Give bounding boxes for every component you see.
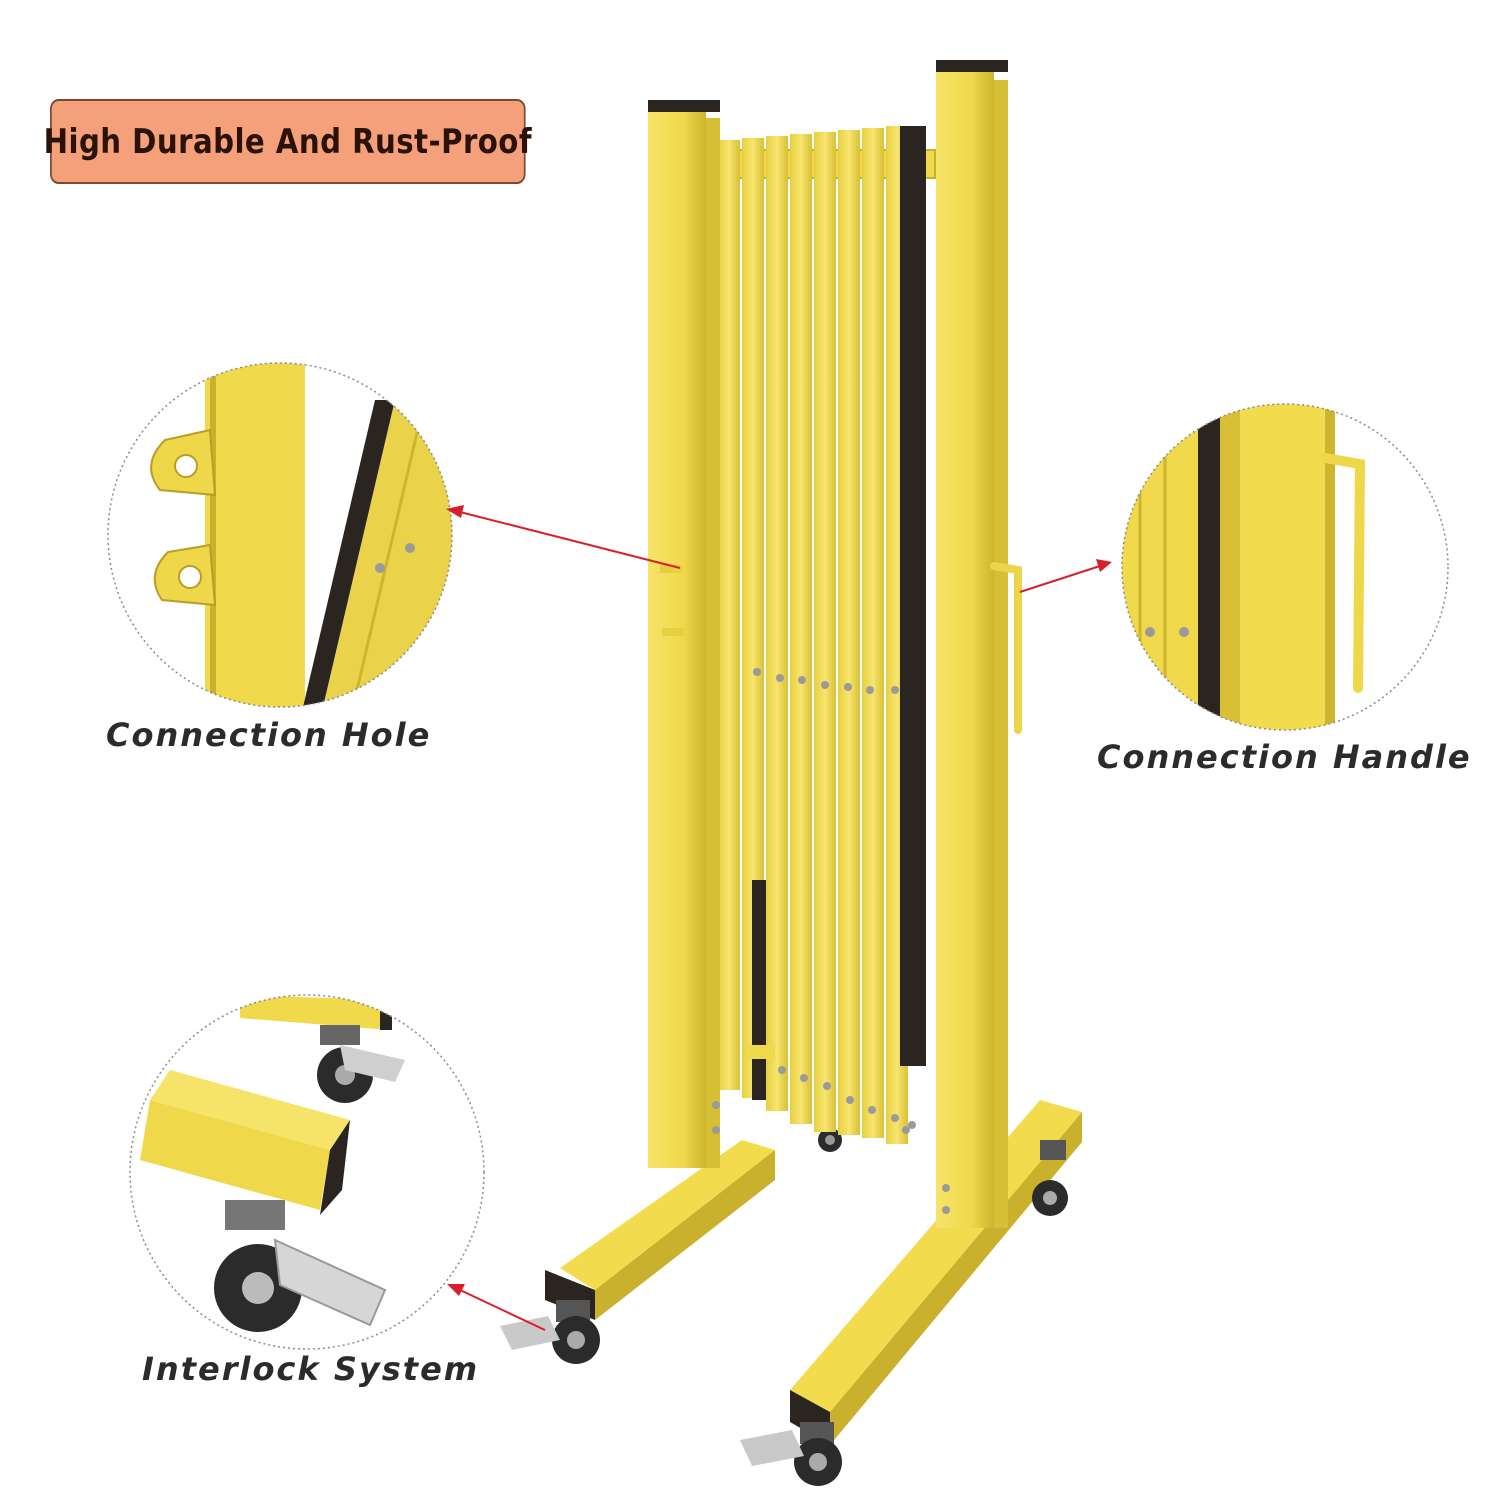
barrier-illustration xyxy=(500,60,1082,1486)
label-connection-handle: Connection Handle xyxy=(1097,738,1472,776)
feature-banner: High Durable And Rust-Proof xyxy=(44,99,532,184)
connection-handle-bar xyxy=(990,562,1022,734)
feature-banner-text: High Durable And Rust-Proof xyxy=(43,121,532,162)
caster-icon xyxy=(740,1422,842,1486)
zoom-interlock-system xyxy=(129,994,485,1350)
callout-arrows xyxy=(446,505,1112,1331)
label-interlock-system: Interlock System xyxy=(142,1350,480,1388)
label-connection-hole: Connection Hole xyxy=(106,716,432,754)
connection-hole-bracket xyxy=(660,565,684,636)
caster-icon xyxy=(1032,1140,1068,1216)
zoom-connection-handle xyxy=(1121,403,1449,731)
accordion-slats xyxy=(718,126,926,1144)
zoom-connection-hole xyxy=(107,362,453,708)
caster-icon xyxy=(500,1300,600,1364)
